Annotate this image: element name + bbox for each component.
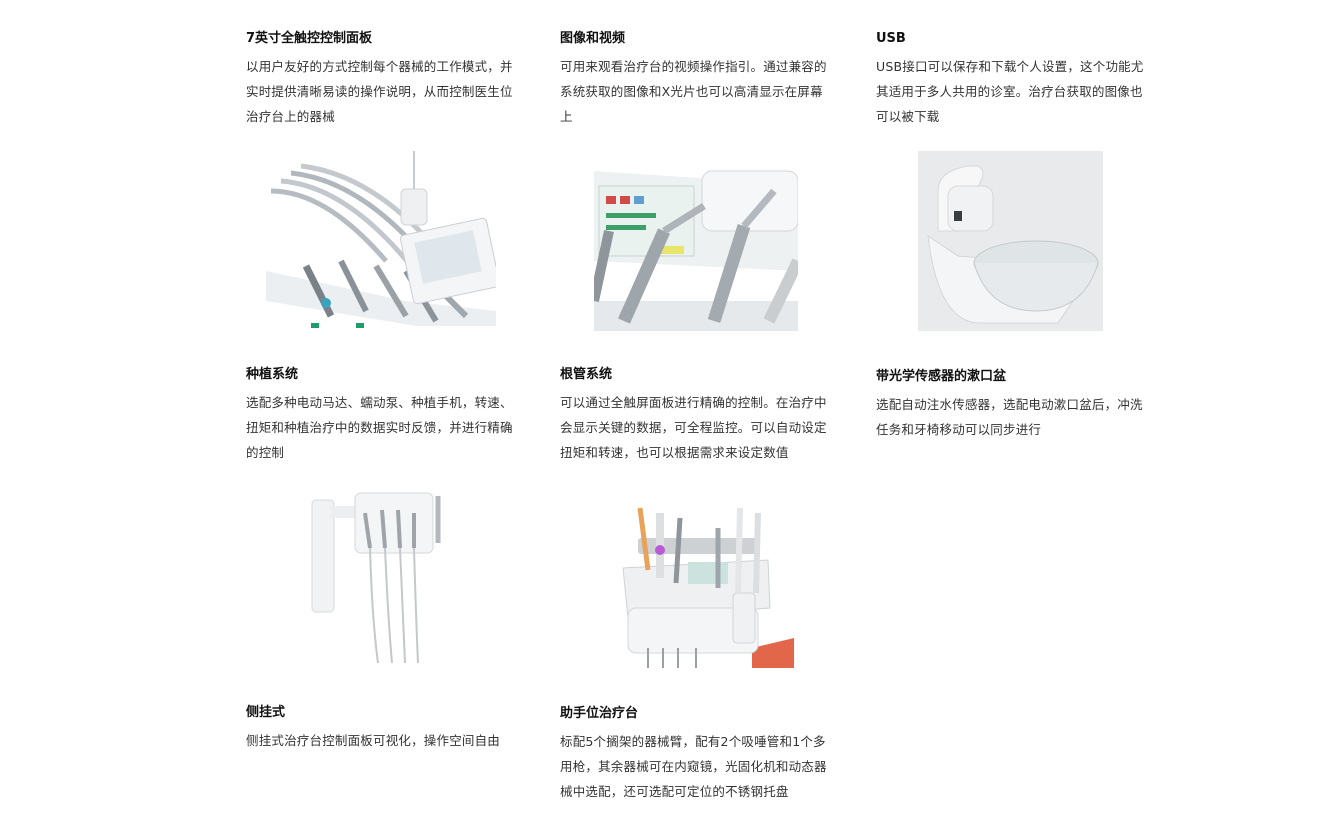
feature-title: 根管系统 xyxy=(560,367,613,382)
spittoon-bowl-photo xyxy=(918,151,1103,331)
feature-description: 选配多种电动马达、蠕动泵、种植手机，转速、扭矩和种植治疗中的数据实时反馈，并进行… xyxy=(246,395,513,460)
feature-description: 以用户友好的方式控制每个器械的工作模式，并实时提供清晰易读的操作说明，从而控制医… xyxy=(246,59,513,124)
feature-side-hanging: 侧挂式 侧挂式治疗台控制面板可视化，操作空间自由 xyxy=(246,704,518,753)
feature-title: USB xyxy=(876,31,906,46)
feature-description: USB接口可以保存和下载个人设置，这个功能尤其适用于多人共用的诊室。治疗台获取的… xyxy=(876,59,1144,124)
feature-description: 可以通过全触屏面板进行精确的控制。在治疗中会显示关键的数据，可全程监控。可以自动… xyxy=(560,395,827,460)
feature-implant-system: 种植系统 选配多种电动马达、蠕动泵、种植手机，转速、扭矩和种植治疗中的数据实时反… xyxy=(246,366,518,465)
feature-image-video: 图像和视频 可用来观看治疗台的视频操作指引。通过兼容的系统获取的图像和X光片也可… xyxy=(560,30,832,129)
feature-title: 7英寸全触控控制面板 xyxy=(246,31,373,46)
feature-spittoon-sensor: 带光学传感器的漱口盆 选配自动注水传感器，选配电动漱口盆后，冲洗任务和牙椅移动可… xyxy=(876,368,1148,442)
feature-assistant-station: 助手位治疗台 标配5个搁架的器械臂，配有2个吸唾管和1个多用枪，其余器械可在内窥… xyxy=(560,705,832,804)
feature-description: 可用来观看治疗台的视频操作指引。通过兼容的系统获取的图像和X光片也可以高清显示在… xyxy=(560,59,827,124)
side-hanging-panel-photo xyxy=(310,488,450,668)
feature-usb: USB USB接口可以保存和下载个人设置，这个功能尤其适用于多人共用的诊室。治疗… xyxy=(876,30,1148,129)
feature-description: 标配5个搁架的器械臂，配有2个吸唾管和1个多用枪，其余器械可在内窥镜，光固化机和… xyxy=(560,734,827,799)
feature-description: 侧挂式治疗台控制面板可视化，操作空间自由 xyxy=(246,733,501,748)
feature-touch-panel: 7英寸全触控控制面板 以用户友好的方式控制每个器械的工作模式，并实时提供清晰易读… xyxy=(246,30,518,129)
feature-title: 图像和视频 xyxy=(560,31,626,46)
feature-title: 种植系统 xyxy=(246,367,299,382)
dental-instrument-panel-photo xyxy=(266,151,496,331)
feature-title: 助手位治疗台 xyxy=(560,706,639,721)
assistant-tray-photo xyxy=(618,498,794,668)
feature-description: 选配自动注水传感器，选配电动漱口盆后，冲洗任务和牙椅移动可以同步进行 xyxy=(876,397,1143,437)
feature-title: 侧挂式 xyxy=(246,705,286,720)
feature-root-canal-system: 根管系统 可以通过全触屏面板进行精确的控制。在治疗中会显示关键的数据，可全程监控… xyxy=(560,366,832,465)
feature-title: 带光学传感器的漱口盆 xyxy=(876,369,1007,384)
handpiece-display-photo xyxy=(594,151,798,331)
